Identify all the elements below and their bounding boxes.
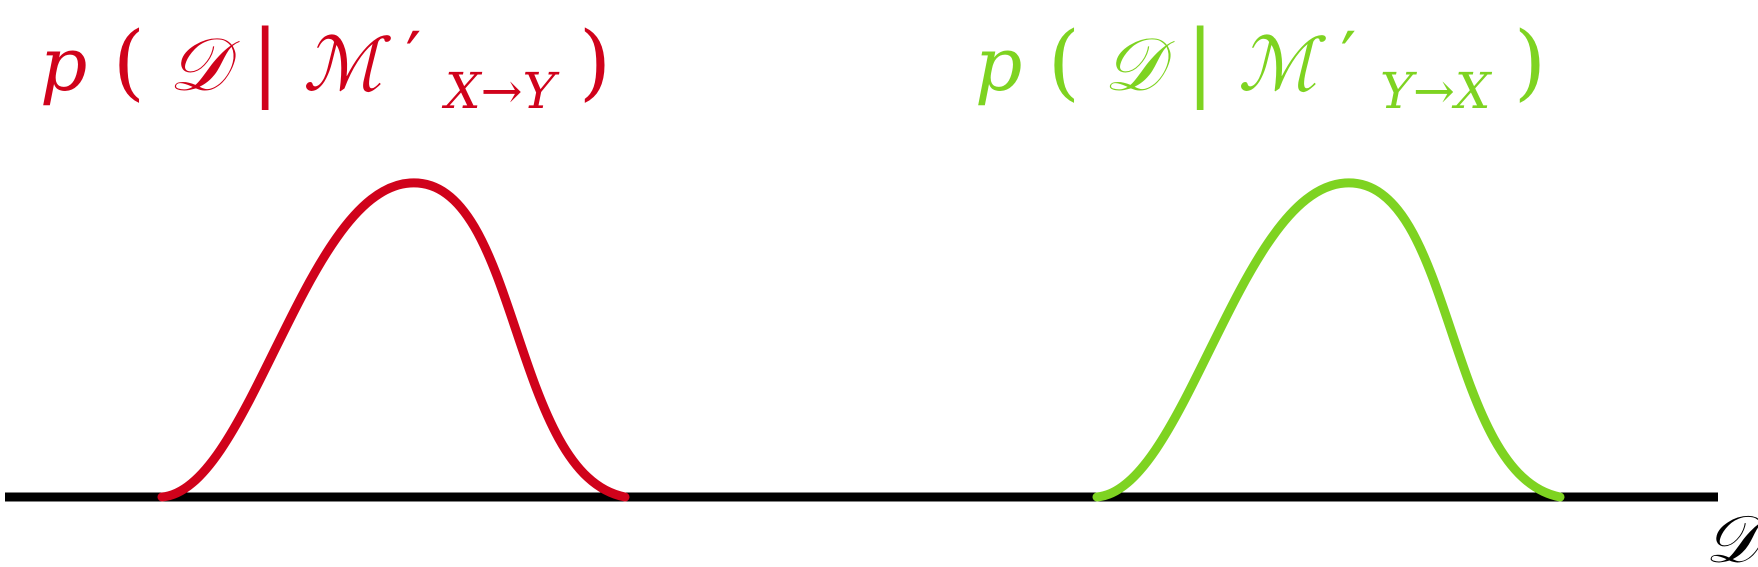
right-label-subscript: Y→X	[1380, 62, 1493, 120]
right-label-open-paren: (	[1048, 15, 1080, 110]
right-label-bar: |	[1186, 12, 1214, 110]
right-label-model-symbol: ℳ	[1238, 22, 1327, 108]
right-label-data-symbol: 𝒟	[1103, 22, 1175, 108]
right-label-close-paren: )	[1514, 15, 1546, 110]
left-label-open-paren: (	[113, 15, 145, 110]
axis-label: 𝒟	[1705, 501, 1758, 567]
right-distribution-label: p ( 𝒟 | ℳ ′ Y→X )	[975, 12, 1546, 126]
left-distribution-label: p ( 𝒟 | ℳ ′ X→Y )	[40, 12, 611, 126]
left-label-p: p	[40, 22, 87, 108]
right-label-prime: ′	[1341, 17, 1357, 99]
left-label-bar: |	[251, 12, 279, 110]
left-bump-curve	[157, 178, 630, 502]
left-label-subscript: X→Y	[441, 62, 559, 120]
left-label-model-symbol: ℳ	[303, 22, 392, 108]
right-label-p: p	[975, 22, 1022, 108]
left-label-prime: ′	[406, 17, 422, 99]
right-bump-curve	[1092, 178, 1565, 502]
left-label-data-symbol: 𝒟	[168, 22, 240, 108]
left-label-close-paren: )	[579, 15, 611, 110]
